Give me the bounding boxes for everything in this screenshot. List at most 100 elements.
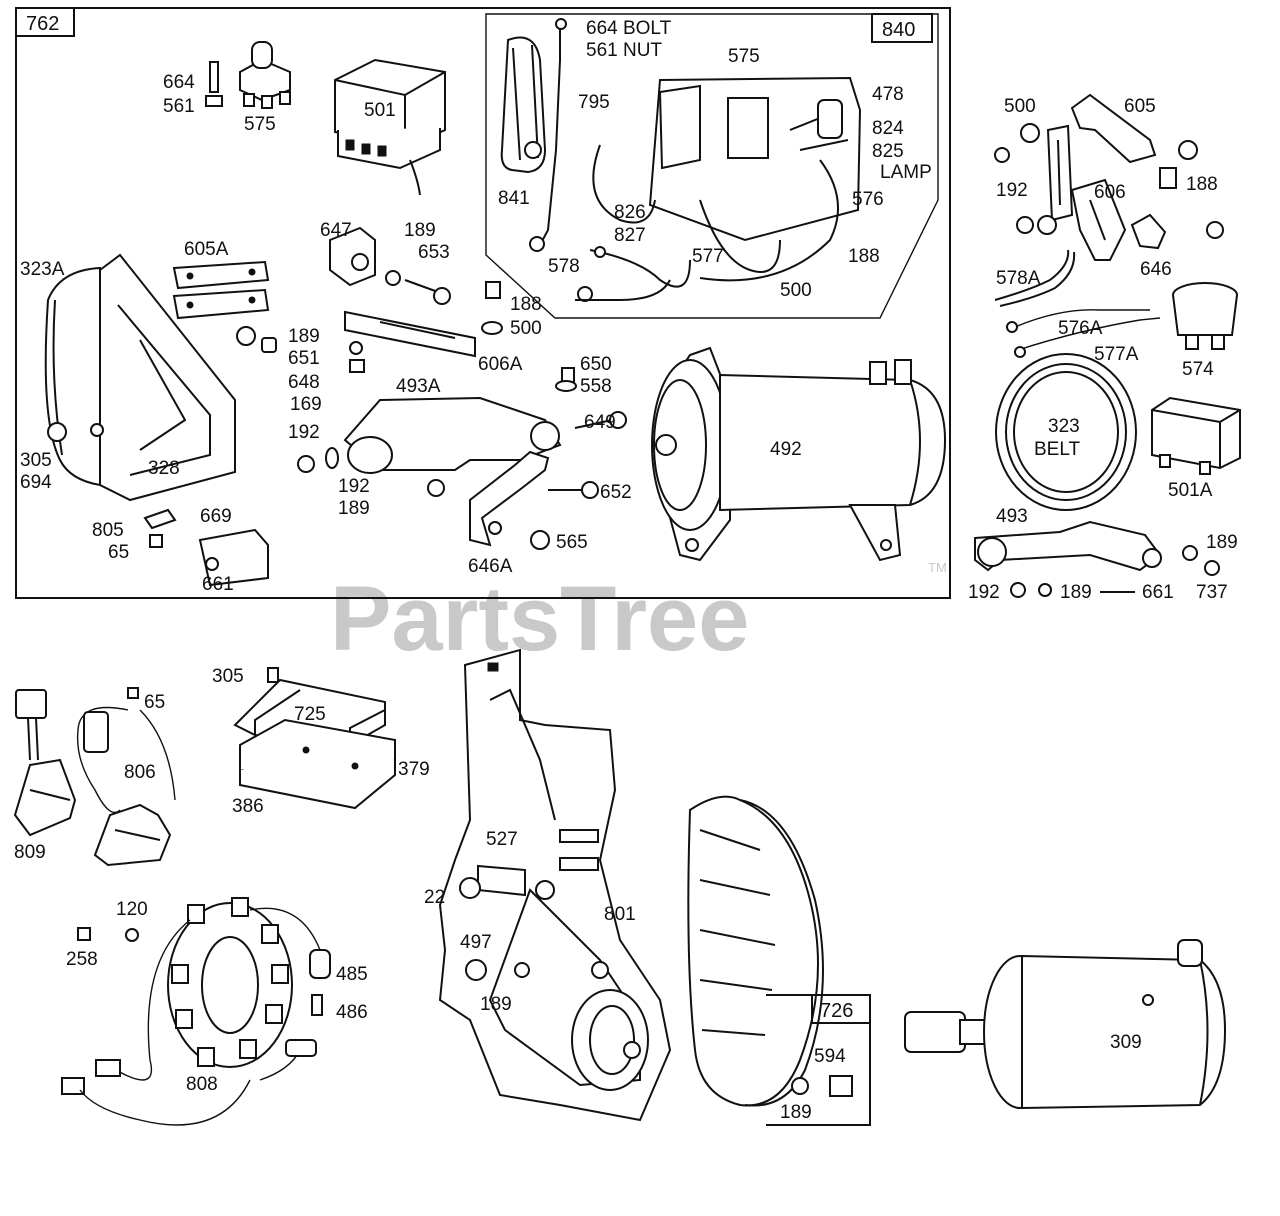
label-558: 558 <box>580 376 612 397</box>
label-561-nut: 561 NUT <box>586 40 662 61</box>
box-840-label: 840 <box>882 19 915 41</box>
label-258: 258 <box>66 949 98 970</box>
label-808: 808 <box>186 1074 218 1095</box>
label-492: 492 <box>770 439 802 460</box>
label-653: 653 <box>418 242 450 263</box>
label-651: 651 <box>288 348 320 369</box>
generator-492-part <box>651 346 947 562</box>
label-65-lower: 65 <box>144 692 165 713</box>
label-169: 169 <box>290 394 322 415</box>
label-825: 825 <box>872 141 904 162</box>
bracket-605a-part <box>172 260 270 320</box>
bracket-605-part <box>994 93 1224 261</box>
starter-309-part <box>904 939 1227 1110</box>
label-605: 605 <box>1124 96 1156 117</box>
label-478: 478 <box>872 84 904 105</box>
label-646a: 646A <box>468 556 513 577</box>
label-lamp: LAMP <box>880 162 932 183</box>
group-762-frame: 762 <box>15 7 951 599</box>
label-386: 386 <box>232 796 264 817</box>
trademark-mark: TM <box>928 560 947 575</box>
label-650: 650 <box>580 354 612 375</box>
relay-501a-part <box>1151 396 1241 475</box>
stator-808-part <box>61 897 331 1126</box>
label-725: 725 <box>294 704 326 725</box>
label-323a: 323A <box>20 259 65 280</box>
label-577: 577 <box>692 246 724 267</box>
label-189-right-a: 189 <box>1206 532 1238 553</box>
label-328: 328 <box>148 458 180 479</box>
shield-328-part <box>44 253 236 502</box>
label-497: 497 <box>460 932 492 953</box>
label-309: 309 <box>1110 1032 1142 1053</box>
label-575-840: 575 <box>728 46 760 67</box>
label-65: 65 <box>108 542 129 563</box>
label-661-right: 661 <box>1142 582 1174 603</box>
label-806: 806 <box>124 762 156 783</box>
label-379: 379 <box>398 759 430 780</box>
solenoid-575-part <box>205 41 291 109</box>
label-500-840: 500 <box>780 280 812 301</box>
label-575: 575 <box>244 114 276 135</box>
label-646: 646 <box>1140 259 1172 280</box>
wire-576a-part <box>1006 309 1161 358</box>
label-323-belt-word: BELT <box>1034 439 1081 460</box>
label-189-right-b: 189 <box>1060 582 1092 603</box>
label-805: 805 <box>92 520 124 541</box>
sensor-809-part <box>13 689 77 837</box>
wiring-840-assembly <box>529 18 862 302</box>
bracket-493a-part <box>297 367 627 499</box>
label-323-belt-number: 323 <box>1048 416 1080 437</box>
belt-323-part <box>995 353 1137 511</box>
label-737: 737 <box>1196 582 1228 603</box>
label-189-plate: 189 <box>480 994 512 1015</box>
label-189-726: 189 <box>780 1102 812 1123</box>
label-827: 827 <box>614 225 646 246</box>
label-188-mid: 188 <box>510 294 542 315</box>
label-486: 486 <box>336 1002 368 1023</box>
label-826: 826 <box>614 202 646 223</box>
label-305-lower: 305 <box>212 666 244 687</box>
label-188-840: 188 <box>848 246 880 267</box>
label-647: 647 <box>320 220 352 241</box>
link-493-part <box>974 520 1220 598</box>
relay-501-part <box>334 58 446 196</box>
label-527: 527 <box>486 829 518 850</box>
label-485: 485 <box>336 964 368 985</box>
cam-647-part <box>329 226 451 305</box>
label-824: 824 <box>872 118 904 139</box>
label-795: 795 <box>578 92 610 113</box>
clip-805-part <box>143 508 269 587</box>
label-594: 594 <box>814 1046 846 1067</box>
bracket-801-part <box>459 864 649 1091</box>
label-493a: 493A <box>396 376 441 397</box>
group-840-frame: 840 <box>485 13 939 319</box>
label-694: 694 <box>20 472 52 493</box>
label-669: 669 <box>200 506 232 527</box>
label-606: 606 <box>1094 182 1126 203</box>
label-648: 648 <box>288 372 320 393</box>
label-841: 841 <box>498 188 530 209</box>
label-192-left: 192 <box>288 422 320 443</box>
label-500-mid: 500 <box>510 318 542 339</box>
strap-578a-part <box>994 249 1076 307</box>
label-578: 578 <box>548 256 580 277</box>
label-801: 801 <box>604 904 636 925</box>
label-22: 22 <box>424 887 445 908</box>
label-649: 649 <box>584 412 616 433</box>
bracket-646a-part <box>469 450 550 550</box>
label-664-bolt: 664 BOLT <box>586 18 672 39</box>
clamp-841-part <box>500 36 547 174</box>
group-726-frame: 726 <box>766 994 871 1126</box>
label-120: 120 <box>116 899 148 920</box>
label-606a: 606A <box>478 354 523 375</box>
label-574: 574 <box>1182 359 1214 380</box>
sensor-806-part <box>76 687 176 867</box>
label-576: 576 <box>852 189 884 210</box>
label-565: 565 <box>556 532 588 553</box>
label-189-mid: 189 <box>288 326 320 347</box>
label-578a: 578A <box>996 268 1041 289</box>
bracket-725-part <box>233 667 396 810</box>
label-189-low: 189 <box>338 498 370 519</box>
